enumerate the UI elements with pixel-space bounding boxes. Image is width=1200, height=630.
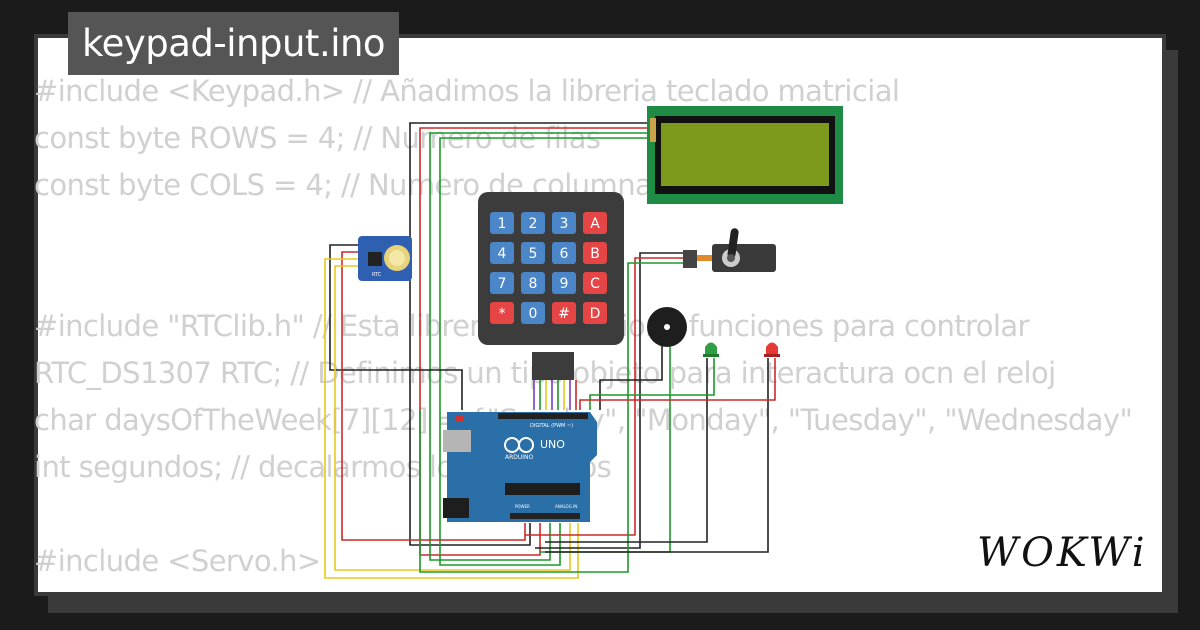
keypad-key-label: 8	[529, 276, 538, 292]
keypad-key[interactable]: B	[583, 242, 607, 264]
code-line: const byte ROWS = 4; // Numero de filas	[34, 121, 601, 155]
rtc-label: RTC	[372, 272, 382, 278]
wire-rtc-3	[324, 258, 579, 579]
keypad[interactable]: 1 2 3 A 4 5 6 B 7 8 9 C * 0 # D	[478, 192, 624, 380]
led-green[interactable]	[703, 342, 719, 358]
brand-text: WOKWi	[977, 530, 1148, 576]
wire-rtc-4	[334, 265, 571, 571]
keypad-key-label: 7	[498, 276, 507, 292]
keypad-key-label: 3	[560, 216, 569, 232]
keypad-key[interactable]: 9	[552, 272, 576, 294]
wire-rtc-1	[329, 244, 463, 410]
keypad-key[interactable]: 4	[490, 242, 514, 264]
code-line: #include <Keypad.h> // Añadimos la libre…	[34, 74, 900, 108]
buzzer[interactable]	[647, 307, 687, 347]
keypad-key-label: 5	[529, 246, 538, 262]
lcd-display[interactable]	[647, 106, 843, 204]
keypad-keys: 1 2 3 A 4 5 6 B 7 8 9 C * 0 # D	[490, 212, 607, 324]
keypad-key[interactable]: #	[552, 302, 576, 324]
code-line: #include <Servo.h>	[34, 544, 321, 578]
wires	[324, 122, 776, 579]
arduino-analog-label: ANALOG IN	[555, 504, 577, 509]
wire-led-green-1	[545, 358, 708, 543]
keypad-key-label: 9	[560, 276, 569, 292]
keypad-key[interactable]: 3	[552, 212, 576, 234]
arduino-brand: ARDUINO	[505, 454, 534, 461]
arduino-uno[interactable]: UNO ARDUINO DIGITAL (PWM ~) ANALOG IN PO…	[443, 412, 597, 522]
wire-lcd-1	[409, 122, 655, 546]
keypad-key[interactable]: 0	[521, 302, 545, 324]
keypad-key[interactable]: *	[490, 302, 514, 324]
project-title[interactable]: keypad-input.ino	[68, 12, 400, 75]
keypad-key[interactable]: 1	[490, 212, 514, 234]
keypad-key-label: 6	[560, 246, 569, 262]
keypad-key[interactable]: A	[583, 212, 607, 234]
keypad-key-label: 2	[529, 216, 538, 232]
wire-servo-3	[419, 262, 690, 573]
keypad-key[interactable]: C	[583, 272, 607, 294]
keypad-key-label: 4	[498, 246, 507, 262]
keypad-key-label: #	[558, 306, 570, 322]
rtc-module[interactable]: RTC	[358, 236, 412, 281]
arduino-model: UNO	[540, 438, 565, 451]
keypad-key-label: 0	[529, 306, 538, 322]
wire-servo-2	[525, 257, 690, 536]
keypad-key-label: *	[499, 306, 506, 322]
keypad-key-label: B	[590, 246, 600, 262]
keypad-key-label: A	[590, 216, 600, 232]
keypad-key[interactable]: D	[583, 302, 607, 324]
keypad-key[interactable]: 2	[521, 212, 545, 234]
servo[interactable]	[683, 228, 776, 272]
keypad-key-label: D	[590, 306, 601, 322]
wire-led-red-1	[545, 358, 769, 553]
wire-led-red-2	[579, 358, 776, 410]
wire-led-green-2	[589, 358, 715, 410]
wokwi-logo: WOKWi	[977, 530, 1148, 576]
wire-lcd-4	[439, 137, 655, 566]
keypad-key-label: C	[590, 276, 600, 292]
arduino-logo	[504, 437, 534, 453]
keypad-key[interactable]: 7	[490, 272, 514, 294]
led-red[interactable]	[764, 342, 780, 358]
arduino-digital-label: DIGITAL (PWM ~)	[530, 423, 573, 429]
keypad-key[interactable]: 5	[521, 242, 545, 264]
keypad-key[interactable]: 6	[552, 242, 576, 264]
keypad-key[interactable]: 8	[521, 272, 545, 294]
arduino-power-label: POWER	[515, 504, 530, 509]
keypad-key-label: 1	[498, 216, 507, 232]
